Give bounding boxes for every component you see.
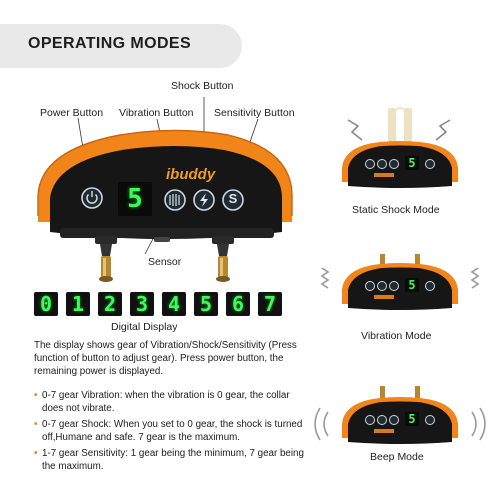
- led-display: [118, 182, 152, 216]
- digit-4: 4: [162, 292, 186, 316]
- digit-5: 5: [194, 292, 218, 316]
- page-title: OPERATING MODES: [28, 35, 192, 52]
- vibration-display-value: 5: [408, 278, 416, 292]
- label-vibration-button: Vibration Button: [119, 107, 194, 119]
- bullet-dot-icon: •: [34, 448, 38, 459]
- digit-2: 2: [98, 292, 122, 316]
- description-intro: The display shows gear of Vibration/Shoc…: [34, 340, 297, 378]
- brand-logo: ibuddy: [166, 166, 216, 183]
- description-bullet-vibration: • 0-7 gear Vibration: when the vibration …: [34, 389, 304, 415]
- mode-illustrations: [314, 107, 486, 445]
- bullet-text: 0-7 gear Vibration: when the vibration i…: [42, 390, 290, 415]
- beep-display-value: 5: [408, 412, 416, 426]
- digit-0: 0: [34, 292, 58, 316]
- digit-3: 3: [130, 292, 154, 316]
- label-sensor: Sensor: [148, 256, 182, 268]
- right-prong: [212, 236, 234, 282]
- bullet-text: 0-7 gear Shock: When you set to 0 gear, …: [42, 419, 303, 444]
- static-shock-mode-device: [341, 107, 459, 189]
- description-bullet-sensitivity: • 1-7 gear Sensitivity: 1 gear being the …: [34, 447, 304, 473]
- power-button[interactable]: [81, 187, 103, 209]
- label-beep-mode: Beep Mode: [370, 451, 424, 463]
- label-power-button: Power Button: [40, 107, 104, 119]
- digit-7: 7: [258, 292, 282, 316]
- header-banner: [0, 24, 242, 68]
- bullet-dot-icon: •: [34, 419, 38, 430]
- sensor: [154, 237, 170, 242]
- sensitivity-icon: S: [228, 191, 238, 206]
- bullet-text: 1-7 gear Sensitivity: 1 gear being the m…: [42, 448, 304, 473]
- description-bullet-shock: • 0-7 gear Shock: When you set to 0 gear,…: [34, 418, 304, 444]
- display-value: 5: [127, 184, 143, 214]
- label-shock-button: Shock Button: [171, 80, 234, 92]
- shock-button[interactable]: [193, 189, 215, 211]
- bullet-dot-icon: •: [34, 390, 38, 401]
- vibration-mode-device: [320, 254, 480, 311]
- sensitivity-button[interactable]: [222, 189, 244, 211]
- label-sensitivity-button: Sensitivity Button: [214, 107, 295, 119]
- label-vibration-mode: Vibration Mode: [361, 330, 432, 342]
- digit-6: 6: [226, 292, 250, 316]
- static-shock-display-value: 5: [408, 156, 416, 170]
- label-digital-display: Digital Display: [111, 321, 178, 333]
- digit-1: 1: [66, 292, 90, 316]
- vibration-button[interactable]: [164, 189, 186, 211]
- label-static-shock-mode: Static Shock Mode: [352, 204, 440, 216]
- beep-mode-device: [314, 386, 486, 445]
- left-prong: [95, 236, 117, 282]
